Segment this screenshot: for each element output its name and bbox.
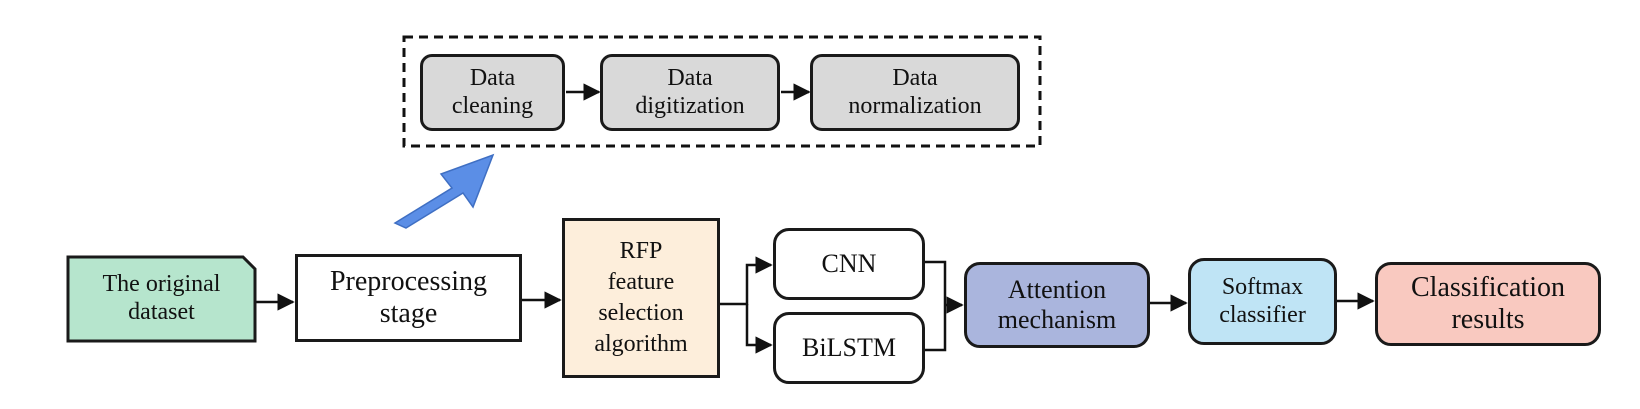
rfp-label-line-2: feature	[607, 268, 675, 295]
bilstm-label: BiLSTM	[802, 333, 896, 363]
cnn-box: CNN	[773, 228, 925, 300]
bilstm-box: BiLSTM	[773, 312, 925, 384]
rfp-label-line-1: RFP	[619, 237, 663, 264]
softmax-label-line-1: Softmax	[1221, 273, 1304, 300]
rfp-label-line-3: selection	[598, 300, 684, 326]
data-cleaning-box: Data cleaning	[420, 54, 565, 131]
preprocessing-group-frame	[402, 35, 1042, 148]
softmax-label-line-2: classifier	[1219, 301, 1306, 328]
original-dataset-label-line-1: The original	[102, 271, 221, 298]
line-bilstm-merge	[925, 305, 947, 352]
attention-mechanism-box: Attention mechanism	[964, 262, 1150, 348]
original-dataset-shape	[66, 255, 257, 343]
data-normalization-box: Data normalization	[810, 54, 1020, 131]
preprocessing-stage-box: Preprocessing stage	[295, 254, 522, 342]
arrow-rfp-to-cnn	[720, 256, 773, 306]
preprocessing-stage-label-line-1: Preprocessing	[329, 265, 488, 297]
rfp-algorithm-box: RFP feature selection algorithm	[562, 218, 720, 378]
softmax-classifier-box: Softmax classifier	[1188, 258, 1337, 345]
results-label-line-2: results	[1451, 304, 1525, 335]
cnn-label: CNN	[821, 249, 877, 279]
expand-arrow-icon	[393, 153, 495, 229]
data-digitization-label-line-1: Data	[667, 64, 713, 91]
data-cleaning-label-line-2: cleaning	[451, 92, 534, 119]
preprocessing-stage-label-line-2: stage	[379, 298, 438, 329]
original-dataset-label-line-2: dataset	[128, 299, 195, 325]
attention-label-line-2: mechanism	[997, 305, 1117, 334]
arrow-rfp-to-bilstm	[745, 304, 773, 354]
attention-label-line-1: Attention	[1007, 275, 1107, 305]
original-dataset-box: The original dataset	[68, 257, 255, 341]
data-normalization-label-line-2: normalization	[848, 92, 982, 119]
classification-results-box: Classification results	[1375, 262, 1601, 346]
data-digitization-box: Data digitization	[600, 54, 780, 131]
line-cnn-merge	[925, 260, 947, 305]
data-cleaning-label-line-1: Data	[469, 64, 516, 91]
results-label-line-1: Classification	[1411, 271, 1565, 303]
data-normalization-label-line-1: Data	[892, 64, 938, 91]
rfp-label-line-4: algorithm	[594, 331, 688, 358]
data-digitization-label-line-2: digitization	[635, 92, 745, 119]
